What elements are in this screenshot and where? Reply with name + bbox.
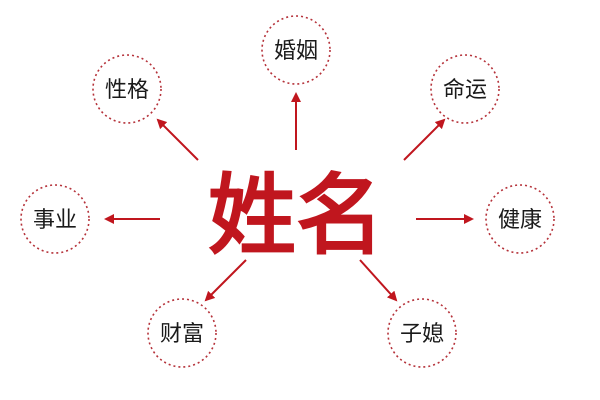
node-label-health: 健康 (498, 208, 542, 233)
node-children: 子媳 (387, 298, 457, 368)
node-career: 事业 (20, 184, 90, 254)
node-label-career: 事业 (33, 208, 77, 233)
node-character: 性格 (92, 54, 162, 124)
node-marriage: 婚姻 (261, 15, 331, 85)
node-circle (92, 54, 162, 124)
node-circle (20, 184, 90, 254)
arrow-to-fate (403, 118, 446, 161)
arrow-to-wealth (204, 259, 247, 302)
node-health: 健康 (485, 184, 555, 254)
node-label-children: 子媳 (400, 322, 444, 347)
node-label-marriage: 婚姻 (274, 39, 318, 64)
node-fate: 命运 (430, 54, 500, 124)
node-circle (485, 184, 555, 254)
node-wealth: 财富 (147, 298, 217, 368)
arrows (104, 92, 474, 302)
center-title: 姓名 (208, 163, 384, 267)
node-circle (387, 298, 457, 368)
arrow-to-children (359, 259, 398, 302)
node-label-fate: 命运 (443, 78, 487, 103)
node-circle (147, 298, 217, 368)
node-circle (430, 54, 500, 124)
node-circle (261, 15, 331, 85)
arrow-to-character (156, 118, 199, 161)
node-label-wealth: 财富 (160, 322, 204, 347)
node-label-character: 性格 (105, 78, 149, 103)
